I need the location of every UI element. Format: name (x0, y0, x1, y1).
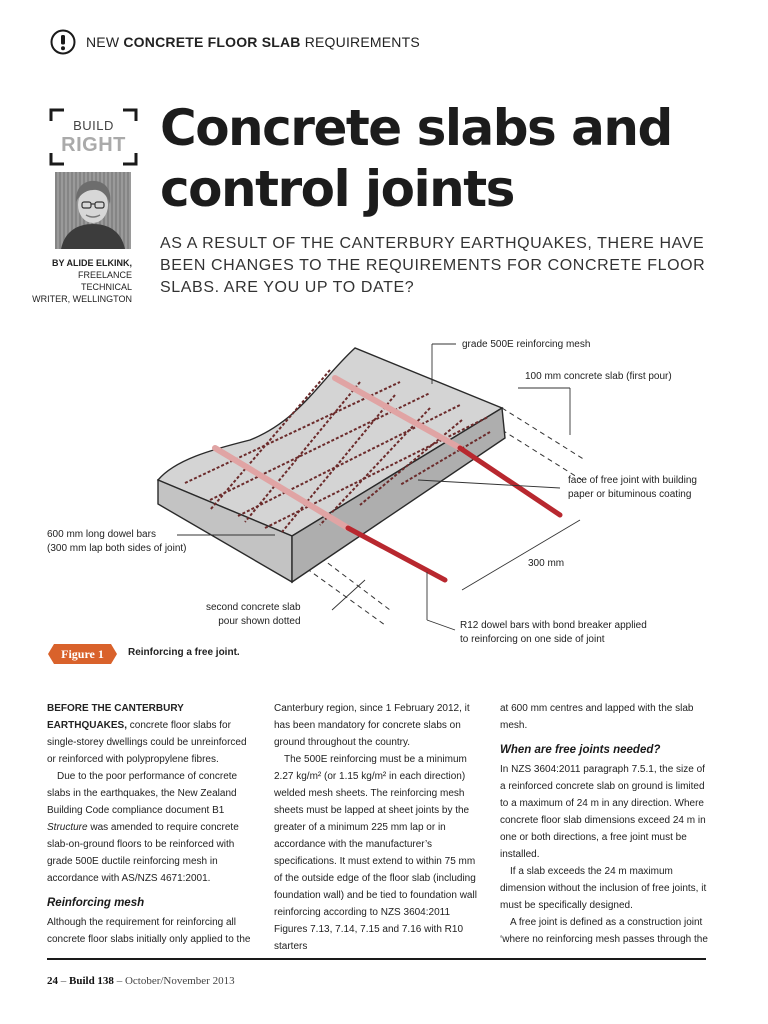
dowel-bars (212, 375, 563, 583)
header-topic: CONCRETE FLOOR SLAB (123, 34, 301, 50)
figure-label: Figure 1 (48, 644, 117, 664)
lead-in: BEFORE THE CANTERBURY EARTHQUAKES, (47, 703, 184, 731)
callout-face-line1: face of free joint with building (568, 475, 697, 486)
figure-label-text: Figure 1 (61, 647, 104, 661)
paragraph: Due to the poor performance of concrete … (47, 768, 257, 887)
free-joint-diagram (156, 343, 586, 631)
callout-dowel-line2: (300 mm lap both sides of joint) (47, 543, 187, 554)
callout-mesh: grade 500E reinforcing mesh (462, 339, 591, 350)
page-footer: 24 – Build 138 – October/November 2013 (47, 975, 235, 987)
callout-leaders (177, 343, 581, 631)
logo-right-text: RIGHT (61, 134, 126, 156)
paragraph: BEFORE THE CANTERBURY EARTHQUAKES, concr… (47, 700, 257, 768)
italic-run: Structure (47, 822, 88, 833)
callout-r12-line2: to reinforcing on one side of joint (460, 634, 605, 645)
callout-r12-line1: R12 dowel bars with bond breaker applied (460, 620, 647, 631)
body-column-1: BEFORE THE CANTERBURY EARTHQUAKES, concr… (47, 700, 257, 948)
figure-caption: Reinforcing a free joint. (128, 647, 240, 658)
callout-face-line2: paper or bituminous coating (568, 489, 692, 500)
alert-icon (50, 29, 76, 55)
subheading: When are free joints needed? (500, 744, 661, 756)
author-role: FREELANCE TECHNICAL (77, 270, 132, 292)
body-column-2: Canterbury region, since 1 February 2012… (274, 700, 484, 955)
slab-joint-face (291, 406, 506, 584)
callout-r12-dowel: R12 dowel bars with bond breaker applied… (460, 619, 647, 647)
page-number: 24 (47, 975, 58, 987)
callout-second-pour: second concrete slab pour shown dotted (206, 601, 301, 629)
build-right-logo: BUILD RIGHT (49, 108, 138, 166)
paragraph: If a slab exceeds the 24 m maximum dimen… (500, 866, 707, 911)
lead-rest: concrete floor slabs for single-storey d… (47, 720, 247, 765)
author-byline: BY ALIDE ELKINK, FREELANCE TECHNICAL WRI… (28, 257, 132, 305)
header-prefix: NEW (86, 34, 120, 50)
text-run: was amended to require concrete slab-on-… (47, 822, 239, 884)
paragraph: The 500E reinforcing must be a minimum 2… (274, 754, 477, 952)
reinforcing-mesh (184, 369, 491, 533)
slab-top (156, 347, 504, 537)
callout-slab: 100 mm concrete slab (first pour) (525, 371, 672, 382)
article-title: Concrete slabs and control joints (160, 99, 673, 218)
footer-rule (47, 958, 706, 960)
section-header: NEW CONCRETE FLOOR SLAB REQUIREMENTS (50, 27, 420, 57)
callout-dowel-line1: 600 mm long dowel bars (47, 529, 156, 540)
callout-dowel-length: 600 mm long dowel bars (300 mm lap both … (47, 528, 187, 556)
paragraph: at 600 mm centres and lapped with the sl… (500, 703, 694, 731)
separator: – (58, 975, 69, 987)
paragraph: Canterbury region, since 1 February 2012… (274, 703, 470, 748)
separator: – (113, 975, 125, 987)
logo-bracket-icon (49, 108, 138, 166)
callout-free-joint-face: face of free joint with building paper o… (568, 474, 697, 502)
issue-date: October/November 2013 (124, 975, 235, 987)
paragraph: A free joint is defined as a constructio… (500, 917, 708, 945)
header-text: NEW CONCRETE FLOOR SLAB REQUIREMENTS (86, 34, 420, 50)
author-photo (55, 172, 131, 249)
author-portrait-icon (55, 172, 131, 249)
callout-second-line1: second concrete slab (206, 602, 301, 613)
body-column-3: at 600 mm centres and lapped with the sl… (500, 700, 710, 948)
figure-tag-shape (48, 644, 117, 664)
callout-second-line2: pour shown dotted (218, 616, 301, 627)
paragraph: Although the requirement for reinforcing… (47, 917, 251, 945)
subheading: Reinforcing mesh (47, 897, 145, 909)
magazine-name: Build 138 (69, 975, 114, 987)
paragraph: In NZS 3604:2011 paragraph 7.5.1, the si… (500, 764, 706, 860)
author-name: BY ALIDE ELKINK, (51, 258, 132, 268)
article-subtitle: AS A RESULT OF THE CANTERBURY EARTHQUAKE… (160, 235, 706, 296)
callout-dimension: 300 mm (528, 558, 565, 569)
text-run: Due to the poor performance of concrete … (47, 771, 238, 816)
logo-build-text: BUILD (73, 118, 114, 133)
author-location: WRITER, WELLINGTON (32, 294, 132, 304)
header-suffix: REQUIREMENTS (304, 34, 420, 50)
